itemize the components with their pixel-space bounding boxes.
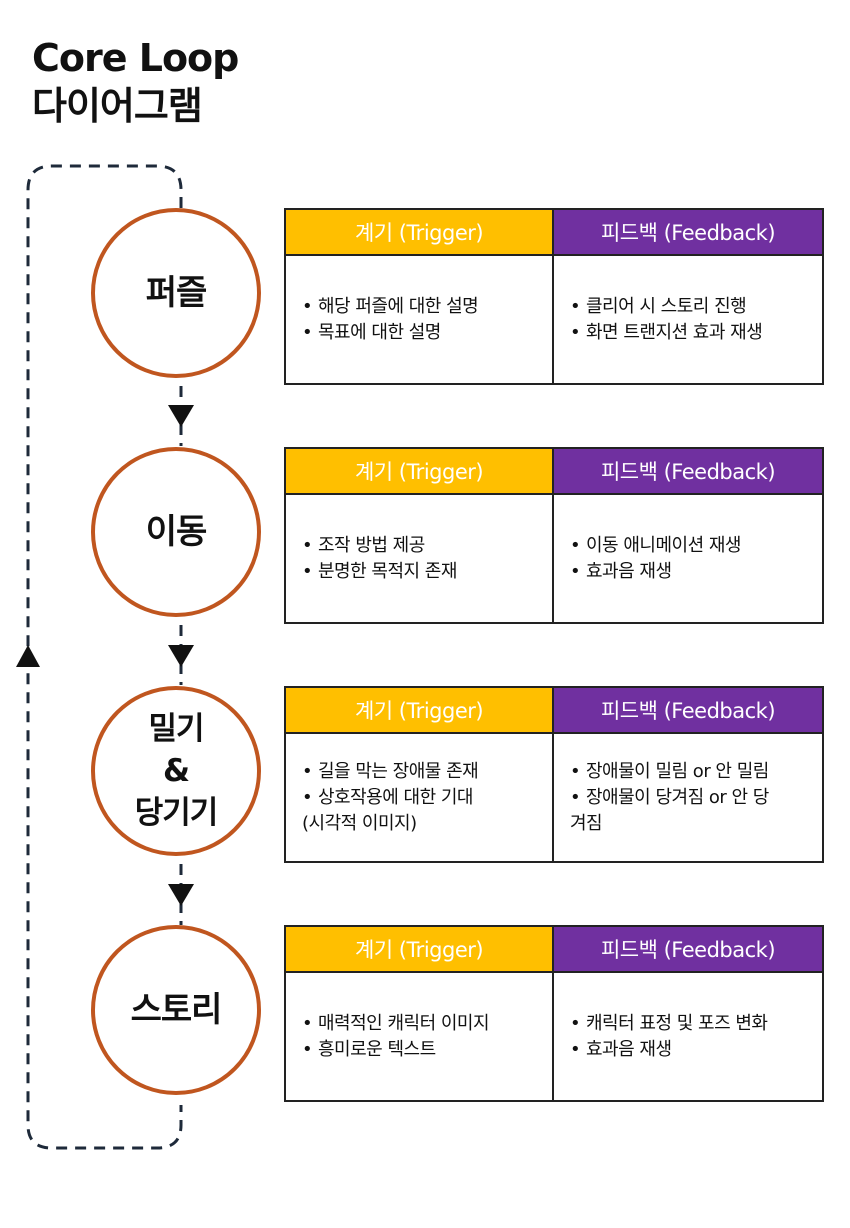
- trigger-cell: 길을 막는 장애물 존재 상호작용에 대한 기대 (시각적 이미지): [286, 734, 554, 861]
- stage-label: 밀기 & 당기기: [134, 711, 219, 831]
- list-item-continuation: 겨짐: [570, 812, 603, 834]
- stage-label: 스토리: [130, 990, 223, 1030]
- feedback-header: 피드백 (Feedback): [554, 927, 822, 973]
- title-line-2: 다이어그램: [32, 84, 203, 128]
- list-item: 매력적인 캐릭터 이미지: [300, 1011, 490, 1037]
- list-item: 길을 막는 장애물 존재: [300, 759, 479, 785]
- down-arrow-icon: [168, 884, 194, 906]
- list-item-continuation: (시각적 이미지): [302, 812, 417, 834]
- feedback-cell: 장애물이 밀림 or 안 밀림 장애물이 당겨짐 or 안 당 겨짐: [554, 734, 822, 861]
- trigger-header: 계기 (Trigger): [286, 927, 554, 973]
- down-arrow-icon: [168, 645, 194, 667]
- list-item: 캐릭터 표정 및 포즈 변화: [568, 1011, 768, 1037]
- list-item: 장애물이 당겨짐 or 안 당: [568, 785, 769, 811]
- feedback-cell: 캐릭터 표정 및 포즈 변화 효과음 재생: [554, 973, 822, 1100]
- stage-circle-story: 스토리: [91, 925, 261, 1095]
- page-title: Core Loop 다이어그램: [32, 34, 239, 130]
- trigger-header: 계기 (Trigger): [286, 449, 554, 495]
- list-item: 효과음 재생: [568, 1037, 768, 1063]
- stage-circle-puzzle: 퍼즐: [91, 208, 261, 378]
- list-item: 이동 애니메이션 재생: [568, 533, 741, 559]
- list-item: 분명한 목적지 존재: [300, 559, 457, 585]
- stage-table-move: 계기 (Trigger) 피드백 (Feedback) 조작 방법 제공 분명한…: [284, 447, 824, 624]
- trigger-cell: 매력적인 캐릭터 이미지 흥미로운 텍스트: [286, 973, 554, 1100]
- list-item: 효과음 재생: [568, 559, 741, 585]
- list-item: 목표에 대한 설명: [300, 320, 478, 346]
- feedback-cell: 이동 애니메이션 재생 효과음 재생: [554, 495, 822, 622]
- list-item: 상호작용에 대한 기대: [300, 785, 478, 811]
- stage-label: 이동: [145, 512, 208, 552]
- stage-table-story: 계기 (Trigger) 피드백 (Feedback) 매력적인 캐릭터 이미지…: [284, 925, 824, 1102]
- list-item: 조작 방법 제공: [300, 533, 457, 559]
- down-arrow-icon: [168, 405, 194, 427]
- list-item: 흥미로운 텍스트: [300, 1037, 489, 1063]
- trigger-header: 계기 (Trigger): [286, 688, 554, 734]
- stage-table-push-pull: 계기 (Trigger) 피드백 (Feedback) 길을 막는 장애물 존재…: [284, 686, 824, 863]
- feedback-header: 피드백 (Feedback): [554, 210, 822, 256]
- stage-label: 퍼즐: [145, 273, 208, 313]
- trigger-cell: 조작 방법 제공 분명한 목적지 존재: [286, 495, 554, 622]
- title-line-1: Core Loop: [32, 36, 239, 80]
- list-item: 클리어 시 스토리 진행: [568, 294, 762, 320]
- up-arrow-icon: [16, 645, 40, 667]
- feedback-header: 피드백 (Feedback): [554, 688, 822, 734]
- list-item: 해당 퍼즐에 대한 설명: [300, 294, 479, 320]
- stage-table-puzzle: 계기 (Trigger) 피드백 (Feedback) 해당 퍼즐에 대한 설명…: [284, 208, 824, 385]
- feedback-cell: 클리어 시 스토리 진행 화면 트랜지션 효과 재생: [554, 256, 822, 383]
- stage-circle-push-pull: 밀기 & 당기기: [91, 686, 261, 856]
- trigger-header: 계기 (Trigger): [286, 210, 554, 256]
- list-item: 화면 트랜지션 효과 재생: [568, 320, 763, 346]
- feedback-header: 피드백 (Feedback): [554, 449, 822, 495]
- trigger-cell: 해당 퍼즐에 대한 설명 목표에 대한 설명: [286, 256, 554, 383]
- stage-circle-move: 이동: [91, 447, 261, 617]
- list-item: 장애물이 밀림 or 안 밀림: [568, 759, 769, 785]
